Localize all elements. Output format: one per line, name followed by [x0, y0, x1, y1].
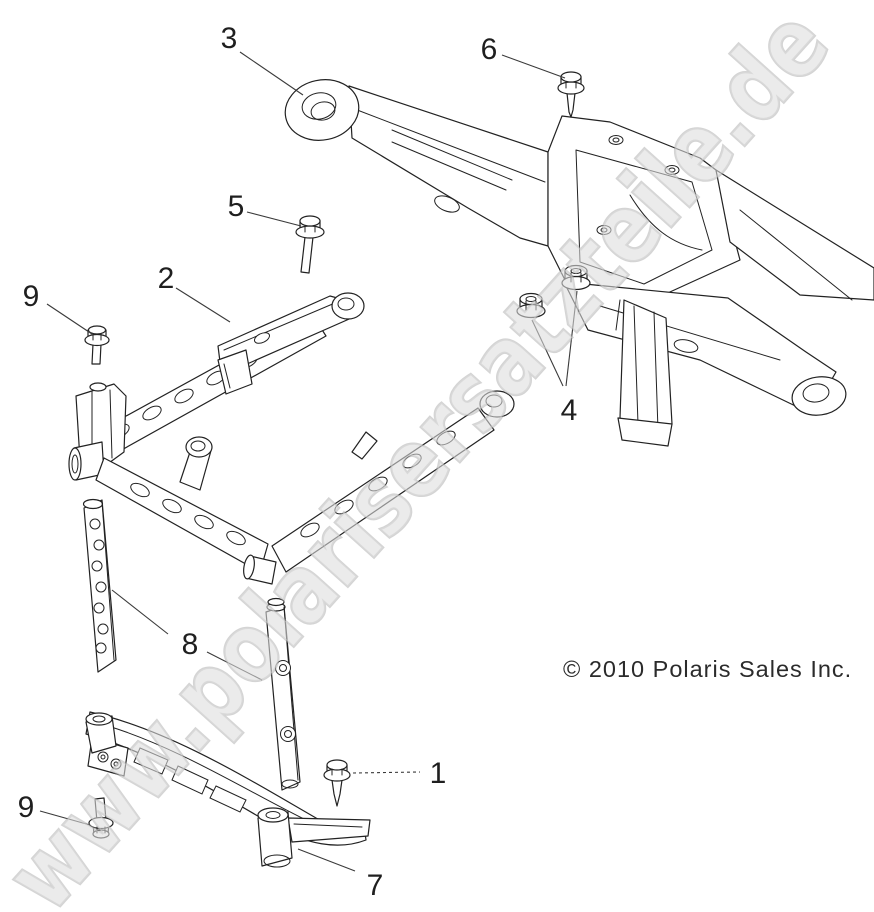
leader-line-7 — [297, 848, 356, 872]
lower-frame-member-drawing — [85, 711, 371, 868]
callout-1: 1 — [430, 757, 447, 790]
callout-6: 6 — [481, 33, 498, 66]
flange-nut-4b-drawing — [561, 264, 591, 291]
self-tapping-screw-1-drawing — [323, 759, 351, 807]
leader-line-1 — [352, 771, 421, 774]
callout-3: 3 — [221, 22, 238, 55]
callout-2: 2 — [158, 262, 175, 295]
callout-9-top: 9 — [23, 280, 40, 313]
leader-line-4a — [531, 319, 564, 387]
front-frame-support-drawing — [68, 292, 515, 585]
leader-line-4b — [565, 290, 578, 387]
flange-bolt-9-bottom-drawing — [88, 797, 114, 839]
leader-line-9-top — [46, 303, 93, 335]
leader-line-9-bottom — [39, 810, 91, 826]
flange-nut-4a-drawing — [516, 292, 546, 319]
callout-labels: 3 6 5 2 9 4 8 1 9 7 — [18, 22, 578, 902]
callout-7: 7 — [367, 869, 384, 902]
callout-8: 8 — [182, 628, 199, 661]
flange-bolt-9-top-drawing — [84, 325, 110, 365]
flange-bolt-5-drawing — [295, 215, 325, 274]
flange-bolt-6-drawing — [557, 71, 585, 118]
support-rail-right-drawing — [265, 597, 301, 791]
callout-5: 5 — [228, 190, 245, 223]
support-rail-left-drawing — [82, 498, 117, 673]
callout-4: 4 — [561, 394, 578, 427]
leader-line-6 — [501, 54, 566, 79]
leader-line-8a — [111, 589, 169, 635]
copyright-text: © 2010 Polaris Sales Inc. — [563, 656, 852, 682]
leader-line-3 — [239, 51, 304, 96]
callout-9-bottom: 9 — [18, 791, 35, 824]
leader-line-8b — [206, 651, 263, 681]
upper-support-bracket-drawing — [284, 79, 874, 447]
leader-line-2 — [175, 287, 231, 323]
leader-lines — [39, 51, 578, 872]
leader-line-5 — [246, 211, 302, 227]
